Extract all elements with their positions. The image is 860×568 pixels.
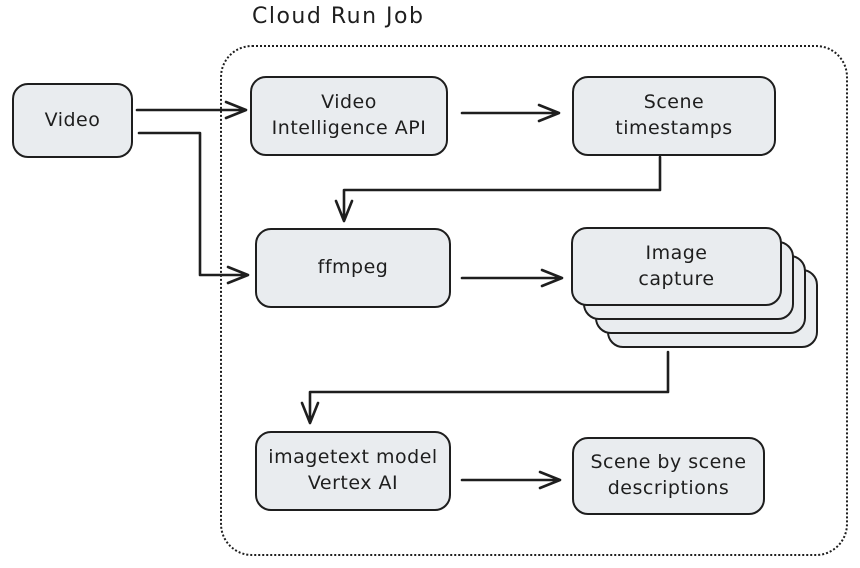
node-label: Scene xyxy=(643,91,705,114)
group-title: Cloud Run Job xyxy=(252,4,425,29)
node-label: descriptions xyxy=(607,477,730,499)
node-label: capture xyxy=(638,267,715,290)
node-label: Vertex AI xyxy=(307,472,399,494)
node-label: ffmpeg xyxy=(317,256,389,279)
node-image-capture: Image capture xyxy=(571,227,782,306)
node-label: timestamps xyxy=(615,117,733,139)
node-video: Video xyxy=(12,83,133,158)
node-scene-timestamps: Scene timestamps xyxy=(572,76,776,156)
node-label: Video xyxy=(44,108,101,131)
node-label: Image xyxy=(645,241,708,264)
node-label: Video xyxy=(321,91,377,114)
cloud-run-job-group-border xyxy=(220,45,848,556)
node-video-intelligence-api: Video Intelligence API xyxy=(250,76,448,156)
node-scene-by-scene-descriptions: Scene by scene descriptions xyxy=(572,437,765,515)
node-label: Scene by scene xyxy=(590,451,747,474)
node-ffmpeg: ffmpeg xyxy=(255,228,451,308)
node-imagetext-model-vertex-ai: imagetext model Vertex AI xyxy=(255,431,451,511)
node-label: imagetext model xyxy=(268,446,438,469)
node-label: Intelligence API xyxy=(271,117,427,139)
